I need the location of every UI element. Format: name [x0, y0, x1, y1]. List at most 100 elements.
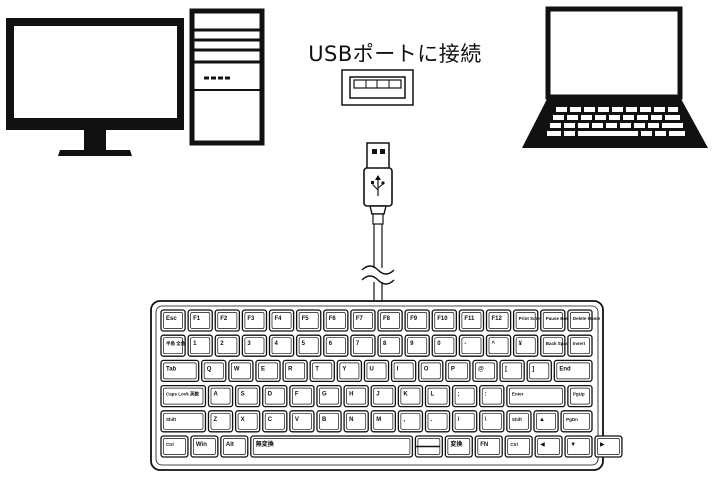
key-label: D: [268, 392, 273, 398]
keyboard-key: F11: [458, 309, 485, 332]
usb-cable-icon: [361, 142, 395, 302]
key-label: /: [458, 417, 460, 423]
keyboard-key: Caps Lock 英数: [160, 384, 207, 408]
key-label: 5: [302, 341, 306, 347]
key-label: Z: [213, 417, 217, 423]
key-label: Caps Lock 英数: [166, 391, 200, 398]
key-label: -: [464, 341, 466, 347]
keyboard-key: E: [255, 359, 281, 383]
laptop-icon: [522, 6, 708, 148]
usb-connect-caption: USBポートに接続: [308, 42, 482, 66]
key-label: F11: [464, 316, 475, 322]
key-label: Y: [342, 366, 346, 372]
keyboard-key: FN: [474, 435, 503, 458]
key-label: W: [234, 366, 240, 372]
key-label: ]: [532, 366, 534, 372]
keyboard-key: Enter: [506, 384, 566, 408]
keyboard-key: /: [451, 410, 478, 433]
keyboard-key: ^: [485, 334, 512, 357]
key-label: Delete Home: [573, 316, 601, 321]
keyboard-key: Z: [207, 410, 234, 433]
keyboard-key: C: [262, 410, 288, 433]
key-label: V: [295, 417, 299, 423]
keyboard-key: 4: [268, 334, 295, 357]
key-label: [: [505, 366, 507, 372]
keyboard-key: F3: [241, 309, 268, 332]
key-label: \: [485, 417, 487, 423]
keyboard-key: 9: [404, 334, 430, 357]
keyboard-key: End: [553, 359, 593, 383]
keyboard-key: 7: [350, 334, 376, 357]
key-label: Shift: [512, 417, 522, 422]
key-label: F6: [329, 316, 337, 322]
keyboard-key: H: [343, 384, 369, 408]
keyboard-key: F8: [377, 309, 403, 332]
keyboard-key: L: [424, 384, 451, 408]
key-label: F3: [247, 316, 255, 322]
key-label: ^: [492, 341, 496, 347]
key-label: Enter: [512, 392, 524, 397]
keyboard-key: ,: [397, 410, 424, 433]
keyboard-key: M: [370, 410, 396, 433]
keyboard-key: F1: [187, 309, 213, 332]
keyboard-key: ▶: [594, 435, 623, 458]
keyboard-key: Print Screen: [512, 309, 546, 332]
key-label: @: [478, 366, 484, 372]
key-label: L: [430, 392, 434, 398]
key-label: J: [376, 392, 379, 398]
keyboard-key: 変換: [444, 435, 473, 458]
key-label: G: [322, 392, 327, 398]
keyboard-key: G: [316, 384, 342, 408]
key-label: Win: [196, 442, 207, 448]
key-label: B: [322, 417, 327, 423]
keyboard-key: T: [309, 359, 335, 383]
keyboard-key: J: [370, 384, 396, 408]
keyboard-key: Shift: [160, 410, 207, 433]
key-label: T: [315, 366, 319, 372]
key-label: 4: [275, 341, 279, 347]
key-label: F10: [437, 316, 448, 322]
keyboard-key: O: [418, 359, 444, 383]
key-label: 0: [437, 341, 441, 347]
key-label: Pause Break: [546, 316, 574, 321]
key-label: 3: [247, 341, 251, 347]
key-label: ▼: [570, 442, 576, 448]
keyboard-key: U: [363, 359, 390, 383]
keyboard-key: :: [479, 384, 505, 408]
keyboard-key: D: [262, 384, 288, 408]
keyboard-key: ▼: [564, 435, 593, 458]
keyboard-key: Pause Break: [540, 309, 574, 332]
keyboard-key: F4: [268, 309, 295, 332]
keyboard-key: Esc: [160, 309, 186, 332]
keyboard-key: W: [228, 359, 254, 383]
keyboard-key: ▲: [533, 410, 559, 433]
keyboard-key: F7: [350, 309, 376, 332]
pc-tower-icon: [189, 8, 265, 146]
key-label: Print Screen: [519, 316, 546, 321]
key-label: F12: [492, 316, 503, 322]
key-label: I: [397, 366, 399, 372]
keyboard-key: F: [289, 384, 315, 408]
key-label: 9: [410, 341, 414, 347]
keyboard-key: 0: [431, 334, 458, 357]
keyboard-key: 6: [323, 334, 349, 357]
key-label: Alt: [226, 442, 234, 448]
keyboard-key: .: [424, 410, 451, 433]
key-label: 変換: [449, 440, 463, 448]
keyboard-key: @: [472, 359, 498, 383]
keyboard-key: I: [390, 359, 417, 383]
keyboard-key: A: [207, 384, 234, 408]
key-label: Insert: [573, 341, 586, 346]
key-label: Esc: [166, 316, 177, 322]
key-label: End: [559, 366, 571, 372]
key-label: .: [430, 417, 432, 423]
keyboard-key: [414, 435, 443, 458]
keyboard-key: ;: [451, 384, 478, 408]
keyboard-key: ¥: [512, 334, 539, 357]
keyboard-key: 半角 全角: [160, 334, 186, 357]
monitor-icon: [6, 18, 184, 156]
key-label: PgDn: [566, 417, 578, 422]
key-label: Ctrl: [166, 442, 174, 447]
keyboard-key: Alt: [220, 435, 249, 458]
